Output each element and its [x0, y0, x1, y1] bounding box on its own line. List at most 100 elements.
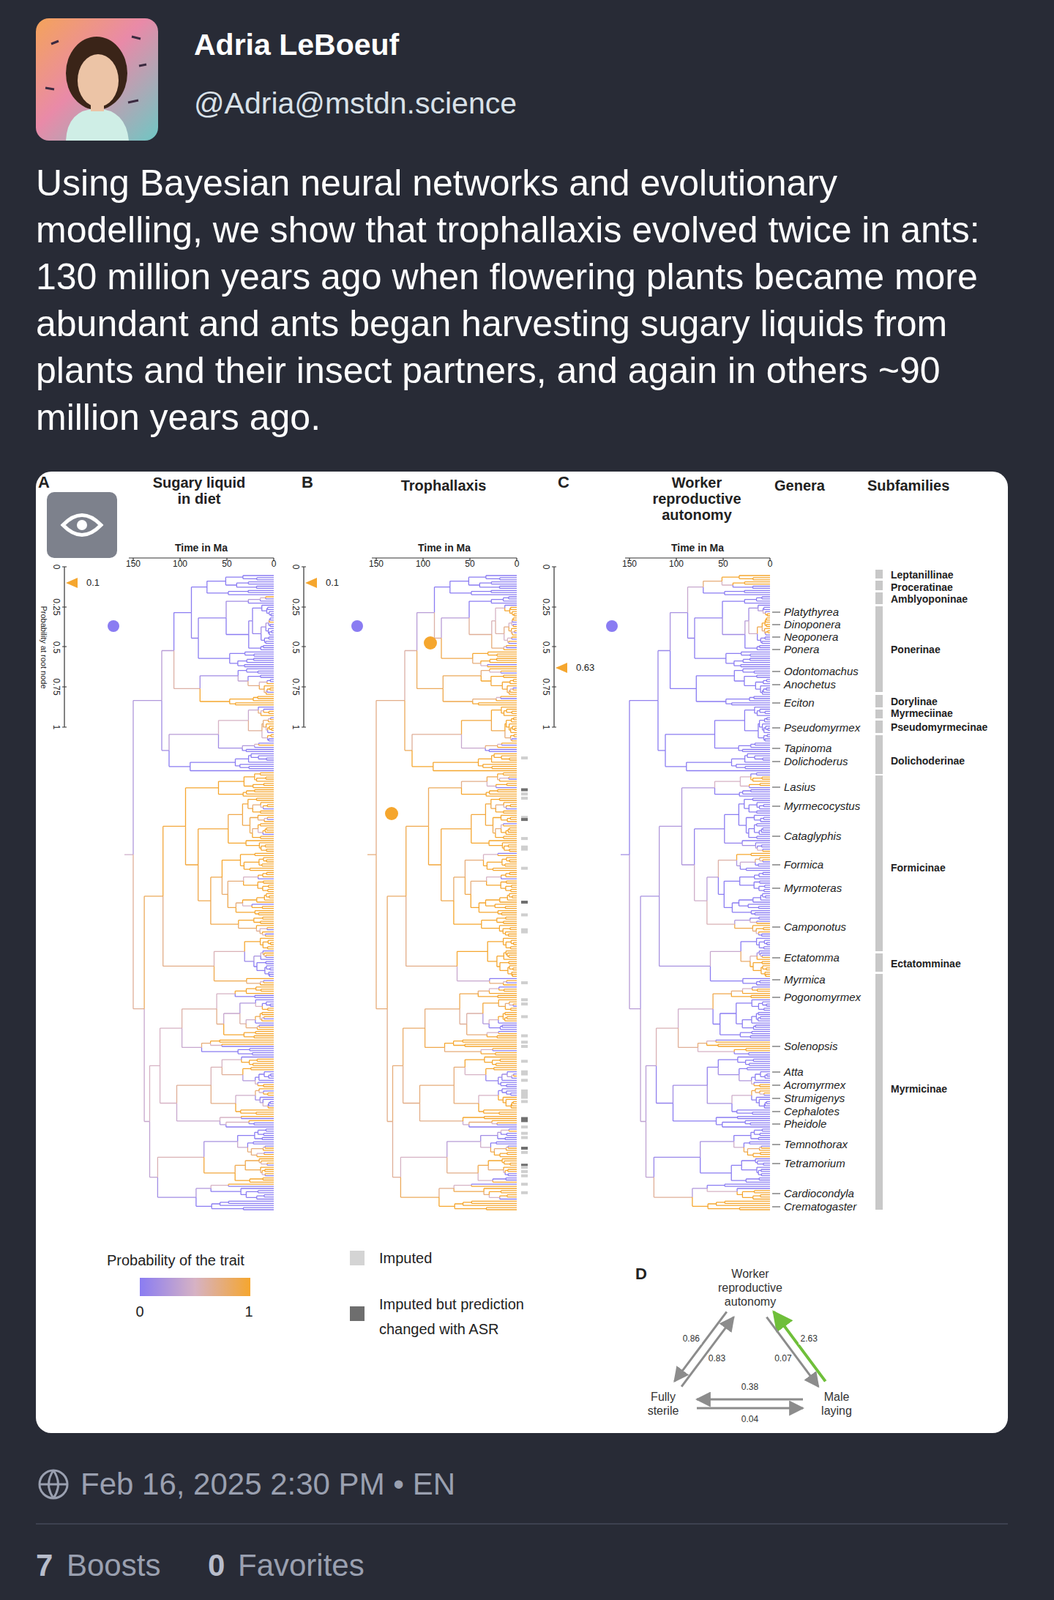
probability-axis-label: 0.25: [289, 597, 301, 615]
globe-icon: [39, 1469, 68, 1498]
imputed-mark: [521, 1059, 528, 1063]
post-stat: Favorites: [237, 1547, 365, 1583]
tree-branches: [659, 607, 764, 1197]
tree: [620, 575, 771, 1210]
subfamily-bar: [875, 592, 883, 604]
post-stat: 0: [207, 1547, 225, 1583]
eye-icon: [62, 515, 102, 536]
time-axis-label: 150: [125, 559, 141, 570]
time-axis-label: Time in Ma: [174, 541, 228, 554]
tree-branches: [653, 650, 700, 1177]
figure-heading: A: [38, 472, 50, 492]
imputed-mark: [521, 1118, 528, 1122]
prob-axis-a: [62, 566, 67, 727]
genus-label: Myrmoteras: [783, 881, 842, 894]
root-probability-value: 0.63: [576, 662, 595, 674]
tree-branches: [656, 900, 758, 1065]
imputed-mark: [521, 836, 528, 840]
tree-branches: [157, 950, 245, 1177]
genus-label: Odontomachus: [783, 665, 859, 678]
tree-branches: [185, 596, 275, 1186]
imputed-mark: [521, 1150, 528, 1154]
subfamily-label: Dorylinae: [890, 696, 938, 708]
probability-axis-label: 0.25: [540, 597, 551, 615]
imputed-mark: [521, 1040, 528, 1044]
genus-leader: [772, 636, 781, 638]
transition-arrow: [773, 1310, 826, 1381]
genus-label: Ectatomma: [783, 951, 840, 964]
tree-branches: [174, 650, 247, 1029]
genus-leader: [772, 649, 781, 650]
tree-branches: [480, 1073, 508, 1142]
subfamily-label: Leptanillinae: [890, 569, 954, 581]
rate-label: 0.86: [681, 1333, 702, 1344]
genus-leader: [772, 1206, 781, 1207]
marker-triangle: [305, 577, 317, 588]
tree-branches: [150, 597, 271, 1188]
probability-axis-label: 0.25: [50, 597, 61, 615]
origin-dot: [423, 636, 437, 650]
imputed-mark: [521, 756, 528, 760]
tree-branches: [480, 1141, 492, 1147]
author-handle: @Adria@mstdn.science: [193, 86, 517, 121]
imputed-mark: [521, 1190, 528, 1194]
tree-branches: [457, 734, 490, 1125]
imputed-mark: [521, 1124, 528, 1128]
probability-axis-label: 1: [289, 724, 301, 730]
subfamily-bar: [875, 606, 883, 692]
imputed-mark: [521, 997, 528, 1001]
probability-axis-label: 0.5: [540, 640, 551, 653]
gradient-legend-label: 1: [244, 1302, 253, 1320]
state-node: Worker reproductive autonomy: [704, 1264, 796, 1310]
time-axis-label: Time in Ma: [417, 541, 471, 554]
genus-label: Platythyrea: [783, 606, 839, 618]
imputed-mark: [521, 1034, 528, 1038]
rate-label: 0.04: [739, 1414, 760, 1425]
imputed-mark: [521, 1165, 528, 1169]
legend-text: Imputed but prediction changed with ASR: [379, 1291, 577, 1341]
genus-leader: [772, 864, 781, 866]
separator: [35, 1522, 1008, 1524]
time-axis-label: 100: [415, 559, 431, 570]
tree-branches: [486, 1074, 503, 1081]
tree-branches: [483, 1013, 512, 1136]
tree-branches: [712, 626, 762, 1152]
avatar-face: [77, 54, 119, 107]
root-dot: [107, 619, 120, 632]
tree-branches: [692, 575, 771, 1210]
root-dot: [351, 619, 364, 632]
root-probability-markers: [65, 577, 568, 673]
transition-arrow: [674, 1310, 727, 1381]
tree-branches: [491, 620, 496, 635]
genus-leader: [772, 727, 781, 729]
time-axis-label: 150: [368, 559, 384, 570]
time-axis-b: [371, 557, 517, 561]
tree-branches: [740, 950, 751, 962]
figure-heading: B: [301, 472, 314, 492]
subfamily-bar: [875, 569, 883, 579]
rate-label: 0.07: [772, 1353, 793, 1364]
imputed-mark: [521, 791, 528, 795]
genus-label: Neoponera: [783, 630, 839, 643]
genus-label: Pseudomyrmex: [783, 721, 861, 734]
genus-label: Lasius: [783, 780, 816, 793]
genus-label: Cardiocondyla: [783, 1187, 855, 1199]
figure-heading: Subfamilies: [867, 477, 950, 495]
figure-heading: Trophallaxis: [401, 477, 487, 495]
figure-heading: Genera: [774, 477, 825, 495]
probability-axis-label: 0.75: [50, 678, 61, 696]
time-axis-label: Time in Ma: [671, 541, 724, 554]
state-node: Male laying: [807, 1387, 866, 1419]
tree-branches: [157, 600, 266, 1197]
subfamily-label: Ponerinae: [890, 644, 941, 656]
genus-label: Tetramorium: [783, 1157, 846, 1169]
globe-outline: [39, 1469, 68, 1498]
time-axis-label: 50: [718, 559, 728, 570]
time-axis-a: [128, 557, 274, 561]
tree-branches: [124, 854, 256, 1104]
globe-lines: [39, 1469, 68, 1498]
time-axis-label: 50: [221, 559, 232, 570]
genus-leader: [772, 684, 781, 686]
genus-label: Cataglyphis: [783, 830, 842, 842]
figure-heading: Worker reproductive autonomy: [641, 474, 752, 523]
